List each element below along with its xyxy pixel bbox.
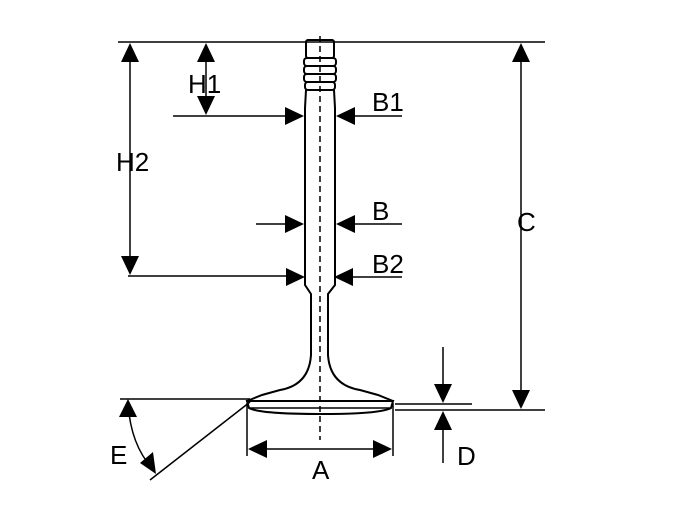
d-label: D [457, 441, 476, 471]
a-arrow-left [248, 440, 267, 458]
d-arrow-down [434, 384, 452, 403]
h1-arrow-down [197, 96, 215, 115]
b-label: B [372, 196, 389, 226]
b2-label: B2 [372, 249, 404, 279]
e-seat-angle-line [149, 401, 251, 481]
dimension-b1: B1 [285, 87, 404, 125]
b2-arrow-left [286, 268, 305, 286]
h2-arrow-down [121, 256, 139, 275]
dimension-d: D [434, 347, 476, 471]
h1-arrow-up [197, 43, 215, 62]
valve-body [245, 36, 395, 440]
dimension-b2: B2 [286, 249, 404, 286]
b1-arrow-right [336, 107, 355, 125]
a-arrow-right [373, 440, 392, 458]
dimension-b: B [256, 196, 402, 233]
d-arrow-up [434, 411, 452, 430]
c-arrow-up [512, 43, 530, 62]
c-label: C [517, 207, 536, 237]
h2-label: H2 [116, 147, 149, 177]
b1-arrow-left [285, 107, 304, 125]
extension-lines [118, 41, 545, 481]
dimension-c: C [512, 43, 536, 409]
h2-arrow-up [121, 43, 139, 62]
c-arrow-down [512, 390, 530, 409]
dimension-h2: H2 [116, 43, 149, 275]
stem-left-edge [246, 89, 312, 402]
dimension-a: A [248, 440, 392, 485]
angle-e: E [110, 399, 156, 474]
b2-arrow-right [334, 268, 353, 286]
h1-label: H1 [188, 69, 221, 99]
valve-head [245, 400, 395, 416]
b-arrow-right [336, 215, 355, 233]
b1-label: B1 [372, 87, 404, 117]
stem-right-edge [327, 89, 394, 402]
e-arrow-up [119, 399, 137, 417]
dimension-h1: H1 [188, 43, 221, 115]
b-arrow-left [285, 215, 304, 233]
a-label: A [312, 455, 330, 485]
e-label: E [110, 440, 127, 470]
e-arrow-down [140, 452, 156, 474]
